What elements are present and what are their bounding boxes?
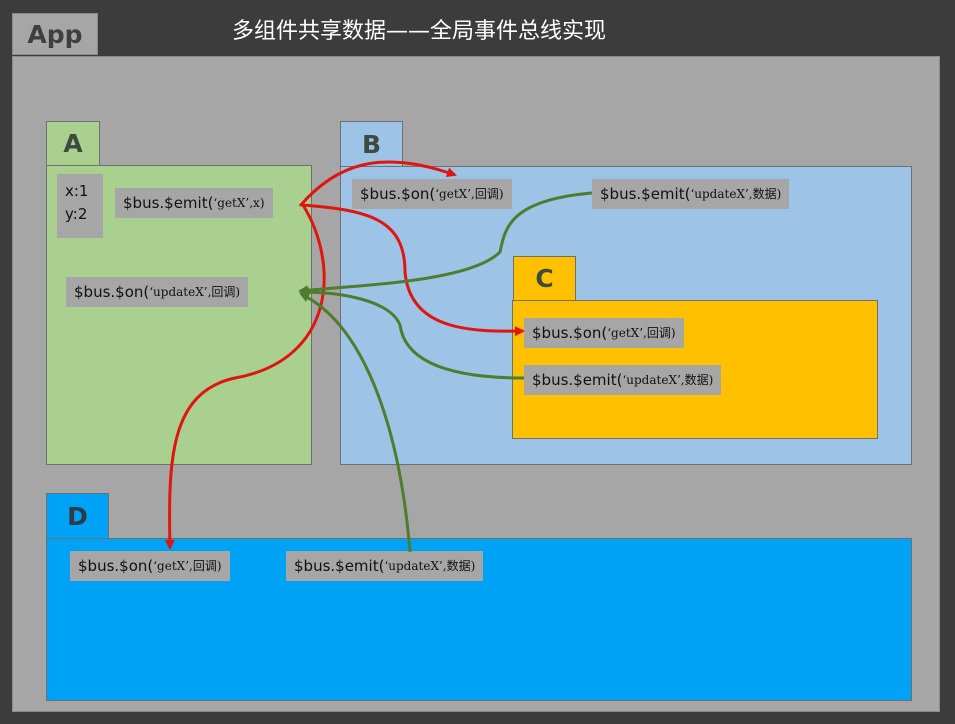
code-main: $bus.$on( bbox=[360, 185, 436, 203]
code-main: $bus.$on( bbox=[532, 324, 608, 342]
code-arg: ‘getX’,回调) bbox=[153, 559, 222, 573]
code-main: $bus.$on( bbox=[78, 557, 154, 575]
code-arg: ‘updateX’,回调) bbox=[149, 285, 241, 299]
component-a-emit-getx: $bus.$emit(‘getX’,x) bbox=[115, 188, 273, 218]
component-b-emit-updatex: $bus.$emit(‘updateX’,数据) bbox=[592, 179, 790, 209]
page-title: 多组件共享数据——全局事件总线实现 bbox=[232, 19, 607, 44]
component-a-tab: A bbox=[46, 121, 100, 165]
state-x: x:1 bbox=[65, 182, 89, 200]
code-arg: ‘updateX’,数据) bbox=[622, 373, 714, 387]
component-a-on-updatex: $bus.$on(‘updateX’,回调) bbox=[66, 277, 249, 307]
code-main: $bus.$emit( bbox=[123, 194, 214, 212]
component-d-emit-updatex: $bus.$emit(‘updateX’,数据) bbox=[286, 551, 484, 581]
code-main: $bus.$on( bbox=[74, 283, 150, 301]
state-y: y:2 bbox=[65, 205, 88, 223]
component-a-state: x:1 y:2 bbox=[57, 174, 103, 238]
code-arg: ‘getX’,回调) bbox=[607, 326, 676, 340]
component-c-emit-updatex: $bus.$emit(‘updateX’,数据) bbox=[524, 365, 722, 395]
component-c-on-getx: $bus.$on(‘getX’,回调) bbox=[524, 318, 684, 348]
code-arg: ‘updateX’,数据) bbox=[690, 187, 782, 201]
component-d-tab: D bbox=[46, 493, 109, 538]
component-d-on-getx: $bus.$on(‘getX’,回调) bbox=[70, 551, 230, 581]
component-c-tab: C bbox=[513, 256, 576, 300]
code-arg: ‘updateX’,数据) bbox=[384, 559, 476, 573]
code-main: $bus.$emit( bbox=[600, 185, 691, 203]
component-b-on-getx: $bus.$on(‘getX’,回调) bbox=[352, 179, 512, 209]
code-arg: ‘getX’,回调) bbox=[435, 187, 504, 201]
code-arg: ‘getX’,x) bbox=[213, 196, 265, 210]
component-b-tab: B bbox=[340, 121, 403, 166]
app-tab-label: App bbox=[12, 13, 98, 55]
code-main: $bus.$emit( bbox=[294, 557, 385, 575]
code-main: $bus.$emit( bbox=[532, 371, 623, 389]
